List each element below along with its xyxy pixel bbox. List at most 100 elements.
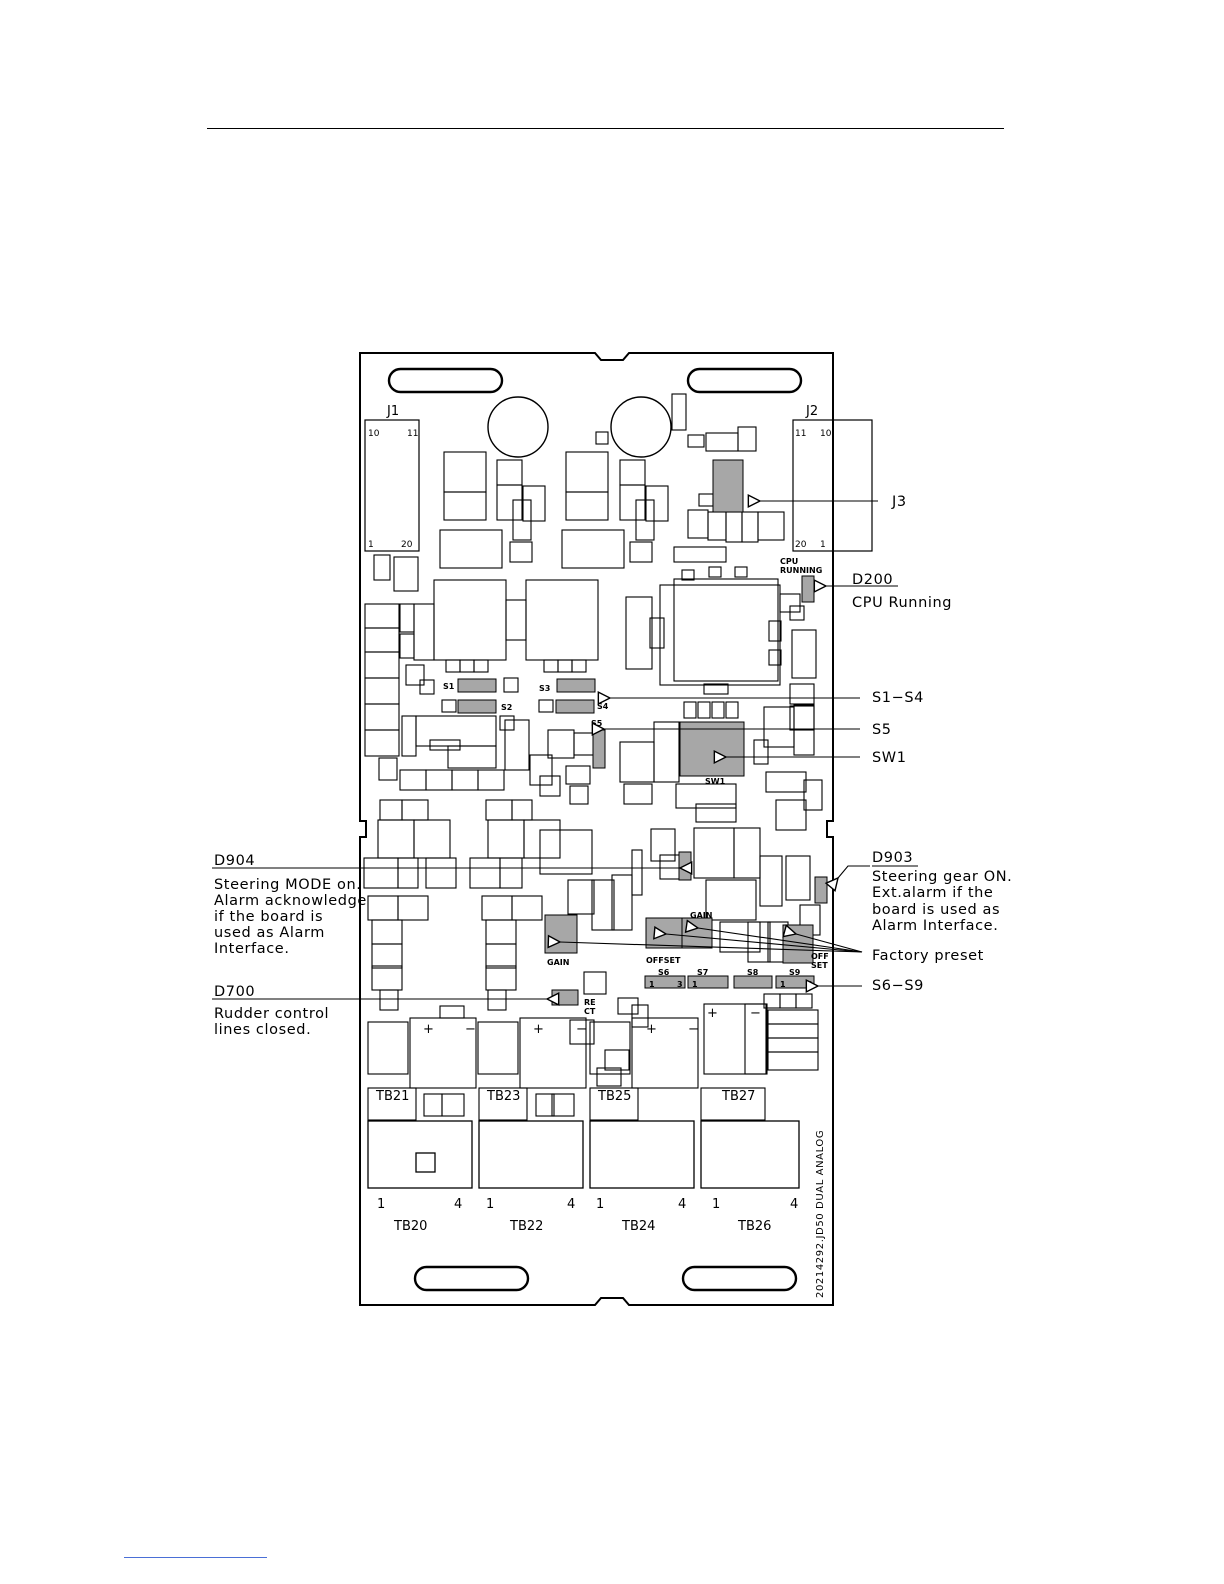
callout-s5: S5 [872, 722, 892, 738]
tb24-label: TB24 [621, 1219, 655, 1234]
component-footprint [697, 701, 711, 719]
component-footprint [775, 799, 807, 831]
component-footprint [399, 603, 415, 633]
switch-s1-label: S1 [443, 682, 455, 691]
j2-pin-label: 11 [795, 429, 806, 439]
gain-left-label: GAIN [547, 958, 569, 967]
component-footprint [425, 857, 457, 889]
component-footprint [571, 659, 587, 673]
component-footprint [505, 599, 527, 641]
pin-number: 1 [780, 980, 786, 989]
component-footprint [504, 719, 530, 771]
polarity-plus: + [646, 1022, 657, 1037]
component-footprint [791, 629, 817, 679]
component-footprint [397, 895, 429, 921]
polarity-plus: + [707, 1006, 718, 1021]
component-footprint [650, 828, 676, 862]
switch-sw1-label: SW1 [705, 777, 726, 786]
component-footprint [523, 819, 561, 859]
component-footprint [619, 459, 646, 486]
component-footprint [413, 603, 435, 661]
highlighted-component [544, 914, 578, 954]
callout-leader-d903 [838, 865, 870, 878]
component-footprint [447, 745, 497, 769]
highlighted-component [679, 721, 745, 777]
component-footprint [569, 1019, 595, 1045]
component-footprint [379, 799, 403, 821]
j1-pin-label: 20 [401, 540, 413, 550]
component-footprint [565, 765, 591, 785]
component-footprint [445, 659, 461, 673]
component-footprint [789, 683, 815, 705]
component-footprint [379, 989, 399, 1011]
component-footprint [659, 584, 781, 686]
component-footprint [363, 857, 399, 889]
callout-d700-title: D700 [214, 984, 255, 1000]
component-footprint [378, 757, 398, 781]
component-footprint [757, 511, 785, 541]
component-footprint [443, 451, 487, 493]
component-footprint [768, 620, 782, 642]
switch-s3-label: S3 [539, 684, 550, 693]
page-header-rule [207, 128, 1004, 129]
component-footprint [397, 857, 419, 889]
component-footprint [700, 1087, 766, 1121]
component-footprint [611, 874, 633, 931]
callout-leader-preset [698, 928, 863, 953]
component-footprint [631, 1017, 699, 1089]
component-footprint [589, 1087, 639, 1121]
component-footprint [711, 701, 725, 719]
highlighted-component [457, 699, 497, 714]
component-footprint [681, 569, 695, 581]
component-footprint [753, 739, 769, 765]
component-footprint [481, 895, 513, 921]
tb23-label: TB23 [486, 1089, 520, 1104]
component-footprint [708, 566, 722, 578]
component-footprint [619, 741, 655, 783]
callout-j3: J3 [891, 494, 907, 510]
component-footprint [803, 779, 823, 811]
component-footprint [487, 819, 525, 859]
component-footprint [703, 683, 729, 695]
j1-pin-label: 10 [368, 429, 380, 439]
component-footprint [561, 529, 625, 569]
component-footprint [673, 578, 779, 682]
j1-pin-label: 11 [407, 429, 418, 439]
component-footprint [705, 432, 739, 452]
terminal-block-tb20 [367, 1120, 473, 1189]
component-footprint [557, 659, 573, 673]
component-footprint [629, 541, 653, 563]
terminal-block-tb24 [589, 1120, 695, 1189]
capacitor-round [610, 396, 672, 458]
polarity-plus: + [423, 1022, 434, 1037]
j2-label: J2 [805, 404, 818, 419]
switch-s7-label: S7 [697, 968, 708, 977]
highlighted-component [687, 975, 729, 989]
component-footprint [793, 704, 815, 756]
callout-d904-desc: Alarm acknowledge [214, 893, 367, 909]
j2-pin-label: 10 [820, 429, 832, 439]
pin-number: 3 [807, 980, 813, 989]
callout-d904-desc: used as Alarm [214, 925, 325, 941]
component-footprint [705, 879, 757, 921]
cpu-running-label: CPU [780, 557, 798, 566]
component-footprint [645, 485, 669, 522]
tb26-label: TB26 [737, 1219, 771, 1234]
component-footprint [478, 1087, 528, 1121]
page-footer-rule [124, 1557, 267, 1558]
tb-pin-number: 1 [596, 1197, 604, 1212]
component-footprint [441, 1093, 465, 1117]
component-footprint [441, 699, 457, 713]
callout-d904-desc: if the board is [214, 909, 323, 925]
component-footprint [535, 1093, 555, 1117]
component-footprint [413, 819, 451, 859]
component-footprint [725, 701, 739, 719]
component-footprint [419, 679, 435, 695]
component-footprint [364, 603, 400, 629]
component-footprint [367, 895, 399, 921]
component-footprint [596, 1067, 622, 1087]
component-footprint [631, 1004, 649, 1028]
component-footprint [401, 799, 429, 821]
offset-right-label: SET [811, 961, 828, 970]
switch-s6-label: S6 [658, 968, 670, 977]
